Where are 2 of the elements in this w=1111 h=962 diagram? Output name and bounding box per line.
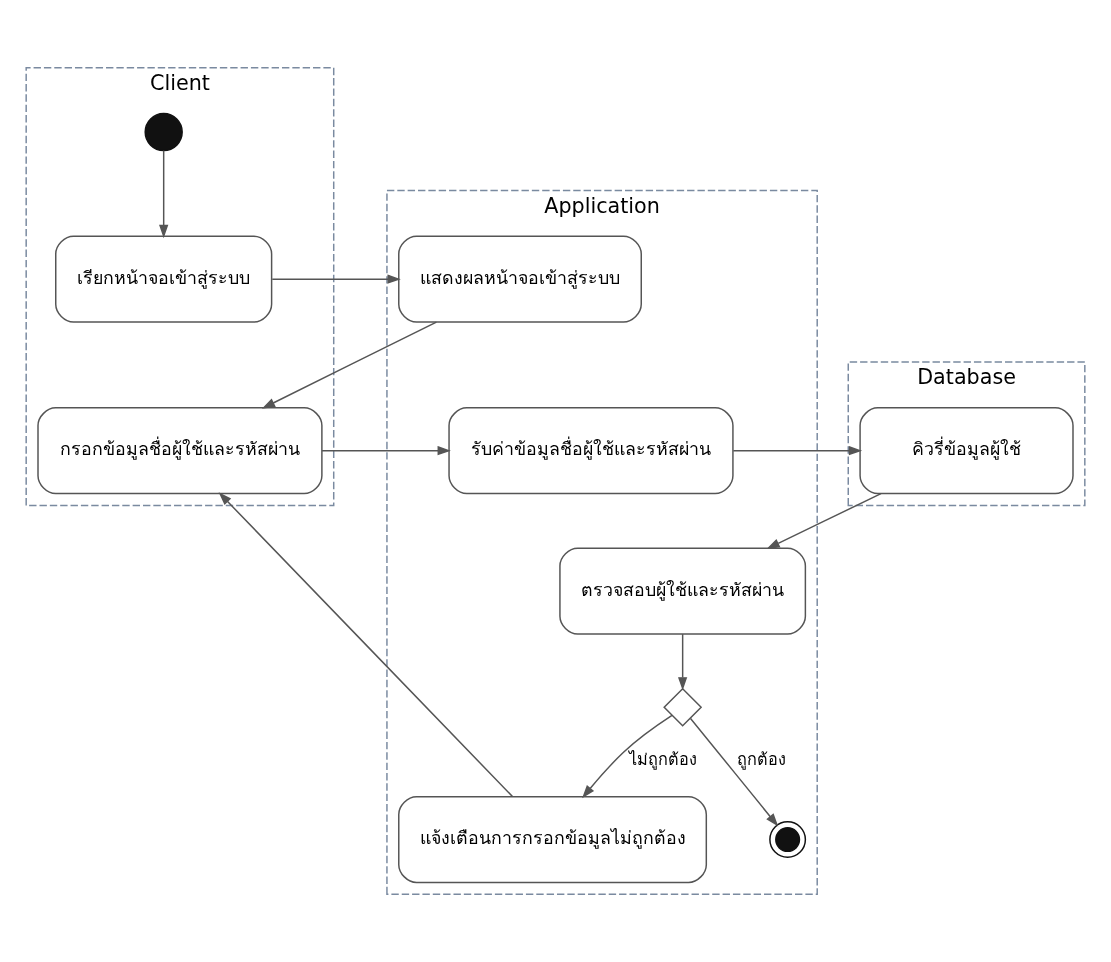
- edge-label: ไม่ถูกต้อง: [629, 750, 698, 770]
- edge-label: ถูกต้อง: [737, 750, 787, 770]
